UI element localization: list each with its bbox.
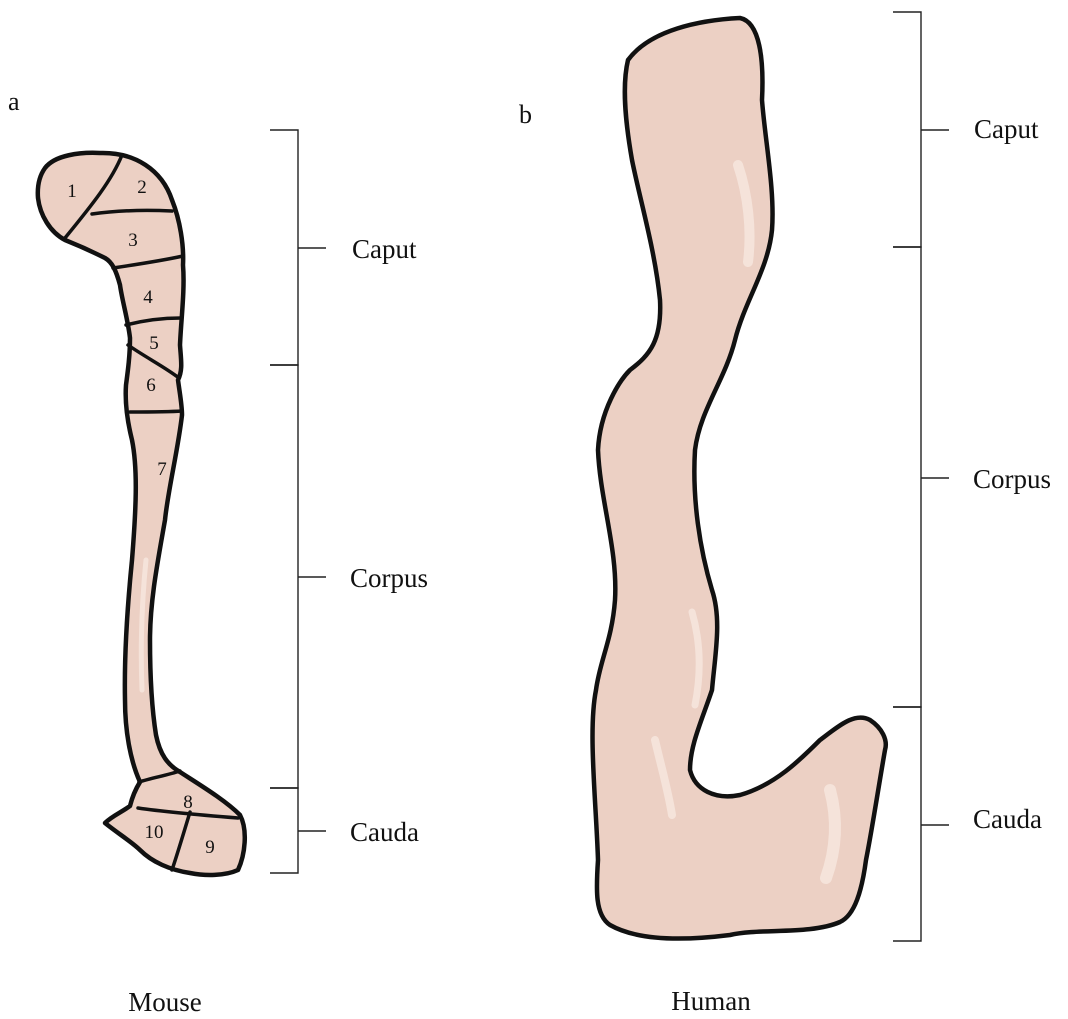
panel-label-b: b xyxy=(519,100,532,129)
segment-label: 4 xyxy=(143,287,153,308)
segment-label: 10 xyxy=(145,822,164,843)
mouse-divider-6-7 xyxy=(130,411,182,412)
mouse-caput-bracket xyxy=(270,130,326,365)
mouse-region-brackets xyxy=(270,130,326,873)
segment-label: 3 xyxy=(128,230,138,251)
segment-label: 6 xyxy=(146,375,156,396)
mouse-epididymis: 1 2 3 4 5 6 7 8 9 10 xyxy=(38,153,245,875)
mouse-cauda-label: Cauda xyxy=(350,817,419,847)
human-corpus-bracket xyxy=(893,247,949,707)
segment-label: 2 xyxy=(137,177,147,198)
mouse-epididymis-outline xyxy=(38,153,245,875)
human-cauda-bracket xyxy=(893,707,949,941)
human-epididymis xyxy=(593,18,886,939)
human-caput-label: Caput xyxy=(974,114,1039,144)
human-region-brackets xyxy=(893,12,949,941)
mouse-corpus-label: Corpus xyxy=(350,563,428,593)
segment-label: 8 xyxy=(183,792,193,813)
panel-label-a: a xyxy=(8,87,20,116)
mouse-corpus-bracket xyxy=(270,365,326,788)
mouse-cauda-bracket xyxy=(270,788,326,873)
human-cauda-label: Cauda xyxy=(973,804,1042,834)
mouse-panel: a 1 2 3 4 5 6 7 8 9 10 xyxy=(8,87,428,1017)
segment-label: 9 xyxy=(205,837,215,858)
human-panel: b Caput Corpus Cauda Human xyxy=(519,12,1051,1016)
human-corpus-label: Corpus xyxy=(973,464,1051,494)
mouse-caput-label: Caput xyxy=(352,234,417,264)
human-species-label: Human xyxy=(671,986,751,1016)
human-caput-bracket xyxy=(893,12,949,247)
segment-label: 1 xyxy=(67,181,77,202)
segment-label: 7 xyxy=(157,459,167,480)
segment-label: 5 xyxy=(149,333,159,354)
mouse-species-label: Mouse xyxy=(128,987,202,1017)
human-epididymis-outline xyxy=(593,18,886,939)
